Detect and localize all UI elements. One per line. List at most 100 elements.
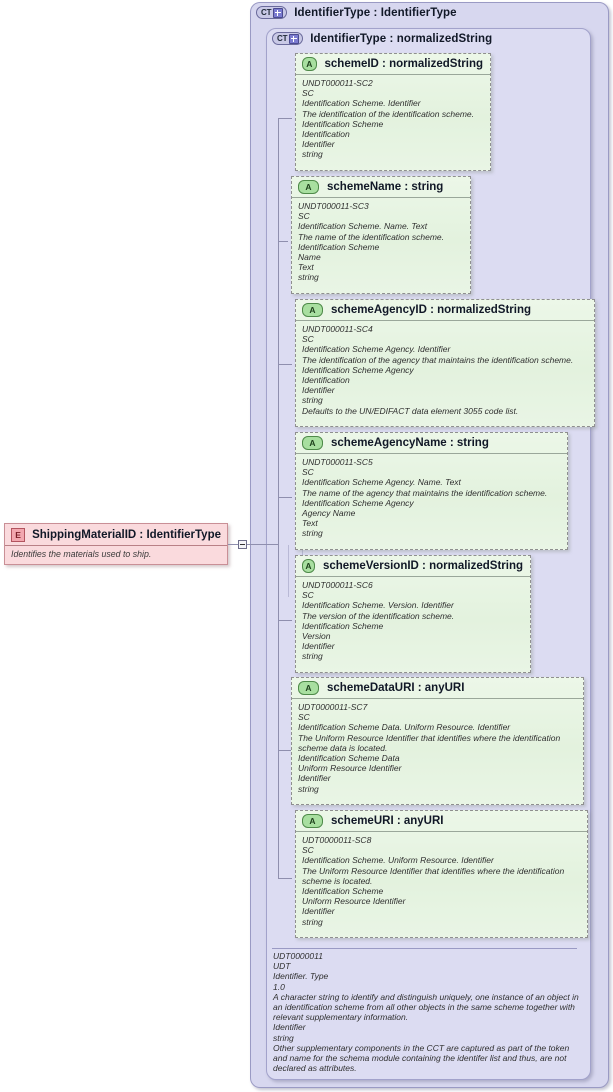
attribute-icon: A <box>302 57 317 71</box>
attribute-line: UNDT000011-SC3 <box>298 201 369 211</box>
attribute-body: UNDT000011-SC6 SC Identification Scheme.… <box>296 577 530 666</box>
attribute-line: Version <box>302 631 331 642</box>
attribute-body: UNDT000011-SC4 SC Identification Scheme … <box>296 321 594 420</box>
minus-expander-icon[interactable] <box>238 540 247 549</box>
complextype-icon-label: CT <box>261 8 272 17</box>
attribute-line: string <box>302 395 323 406</box>
attribute-line: Identification Scheme Agency <box>302 364 414 375</box>
attribute-line: UDT0000011-SC7 <box>298 702 368 712</box>
attribute-icon: A <box>298 180 319 194</box>
attribute-header: A schemeDataURI : anyURI <box>292 678 583 699</box>
element-box[interactable]: E ShippingMaterialID : IdentifierType Id… <box>4 523 228 565</box>
attribute-line: Identification Scheme. Uniform Resource.… <box>302 855 494 866</box>
annotation-line: string <box>273 1032 294 1043</box>
attribute-line: SC <box>302 334 314 345</box>
annotation-line: UDT <box>273 961 291 972</box>
attribute-line: SC <box>302 88 314 99</box>
attribute-line: string <box>298 783 319 794</box>
attribute-line: UNDT000011-SC2 <box>302 78 373 88</box>
container-groove-left <box>288 545 289 597</box>
attribute-title: schemeID : normalizedString <box>324 58 483 70</box>
complextype-expand-icon[interactable]: CT <box>272 32 304 45</box>
attribute-line: Identification Scheme Data. Uniform Reso… <box>298 722 511 733</box>
attribute-box-schemeversionid[interactable]: A schemeVersionID : normalizedString UND… <box>295 555 531 673</box>
connector-branch <box>278 118 292 119</box>
attribute-line: Identification <box>302 129 350 140</box>
attribute-line: The identification of the agency that ma… <box>302 354 574 365</box>
attribute-box-schemeid[interactable]: A schemeID : normalizedString UNDT000011… <box>295 53 491 171</box>
attribute-line: The version of the identification scheme… <box>302 610 455 621</box>
attribute-box-schemeagencyname[interactable]: A schemeAgencyName : string UNDT000011-S… <box>295 432 568 550</box>
attribute-line: Text <box>298 262 314 273</box>
attribute-line: SC <box>298 211 310 222</box>
attribute-line: UNDT000011-SC4 <box>302 324 373 334</box>
outer-complextype-header[interactable]: CT IdentifierType : IdentifierType <box>256 6 457 19</box>
attribute-line: The identification of the identification… <box>302 108 474 119</box>
attribute-header: A schemeVersionID : normalizedString <box>296 556 530 577</box>
attribute-header: A schemeAgencyID : normalizedString <box>296 300 594 321</box>
annotation-line: UDT0000011 <box>273 951 323 961</box>
element-icon: E <box>11 528 26 542</box>
attribute-body: UDT0000011-SC7 SC Identification Scheme … <box>292 699 583 798</box>
attribute-title: schemeName : string <box>327 181 444 193</box>
attribute-title: schemeAgencyName : string <box>331 437 489 449</box>
attribute-line: SC <box>302 590 314 601</box>
plus-icon[interactable] <box>289 33 300 44</box>
attribute-title: schemeDataURI : anyURI <box>327 682 465 694</box>
element-title: ShippingMaterialID : IdentifierType <box>32 529 221 541</box>
attribute-line: UDT0000011-SC8 <box>302 835 372 845</box>
attribute-line: Identification Scheme Agency. Name. Text <box>302 477 461 488</box>
inner-complextype-header[interactable]: CT IdentifierType : normalizedString <box>272 32 492 45</box>
annotation-line: Identifier <box>273 1022 306 1033</box>
type-annotation: UDT0000011 UDT Identifier. Type 1.0 A ch… <box>273 951 580 1073</box>
attribute-line: The name of the agency that maintains th… <box>302 487 548 498</box>
attribute-body: UDT0000011-SC8 SC Identification Scheme.… <box>296 832 587 931</box>
attribute-icon: A <box>302 814 323 828</box>
attribute-line: UNDT000011-SC6 <box>302 580 373 590</box>
attribute-icon: A <box>302 436 323 450</box>
connector-branch <box>278 878 292 879</box>
plus-icon[interactable] <box>273 7 284 18</box>
element-header: E ShippingMaterialID : IdentifierType <box>5 524 227 546</box>
attribute-box-schemeuri[interactable]: A schemeURI : anyURI UDT0000011-SC8 SC I… <box>295 810 588 938</box>
attribute-line: SC <box>302 845 314 856</box>
attribute-line: The Uniform Resource Identifier that ide… <box>302 865 565 886</box>
attribute-line: Identification <box>302 375 350 386</box>
attribute-line: Identification Scheme Agency. Identifier <box>302 344 451 355</box>
attribute-line: The name of the identification scheme. <box>298 231 444 242</box>
attribute-line: Identification Scheme Data <box>298 753 400 764</box>
attribute-box-schemename[interactable]: A schemeName : string UNDT000011-SC3 SC … <box>291 176 471 294</box>
attribute-header: A schemeAgencyName : string <box>296 433 567 454</box>
attribute-box-schemedatauri[interactable]: A schemeDataURI : anyURI UDT0000011-SC7 … <box>291 677 584 805</box>
connector-branch <box>278 241 288 242</box>
attribute-icon: A <box>302 303 323 317</box>
attribute-line: Defaults to the UN/EDIFACT data element … <box>302 405 519 416</box>
attribute-line: Identification Scheme <box>302 118 384 129</box>
attribute-icon: A <box>298 681 319 695</box>
attribute-header: A schemeURI : anyURI <box>296 811 587 832</box>
complextype-expand-icon[interactable]: CT <box>256 6 288 19</box>
attribute-title: schemeVersionID : normalizedString <box>322 560 523 572</box>
attribute-line: Name <box>298 252 321 263</box>
attribute-line: Identifier <box>302 906 335 917</box>
attribute-box-schemeagencyid[interactable]: A schemeAgencyID : normalizedString UNDT… <box>295 299 595 427</box>
attribute-line: Agency Name <box>302 508 356 519</box>
attribute-title: schemeAgencyID : normalizedString <box>331 304 532 316</box>
element-documentation: Identifies the materials used to ship. <box>11 549 152 559</box>
attribute-line: SC <box>298 712 310 723</box>
attribute-line: Identifier <box>302 139 335 150</box>
attribute-line: Identifier <box>302 385 335 396</box>
connector-branch <box>278 620 292 621</box>
attribute-line: Identification Scheme <box>302 886 384 897</box>
connector-element-stub <box>228 544 238 545</box>
attribute-body: UNDT000011-SC3 SC Identification Scheme.… <box>292 198 470 287</box>
attribute-line: Identification Scheme. Name. Text <box>298 221 428 232</box>
attribute-header: A schemeName : string <box>292 177 470 198</box>
attribute-line: Uniform Resource Identifier <box>298 763 402 774</box>
attribute-line: Identifier <box>298 773 331 784</box>
attribute-line: Identification Scheme <box>298 241 380 252</box>
attribute-line: string <box>302 149 323 160</box>
annotation-line: Identifier. Type <box>273 971 329 982</box>
attribute-line: string <box>302 916 323 927</box>
inner-complextype-title: IdentifierType : normalizedString <box>310 32 493 45</box>
